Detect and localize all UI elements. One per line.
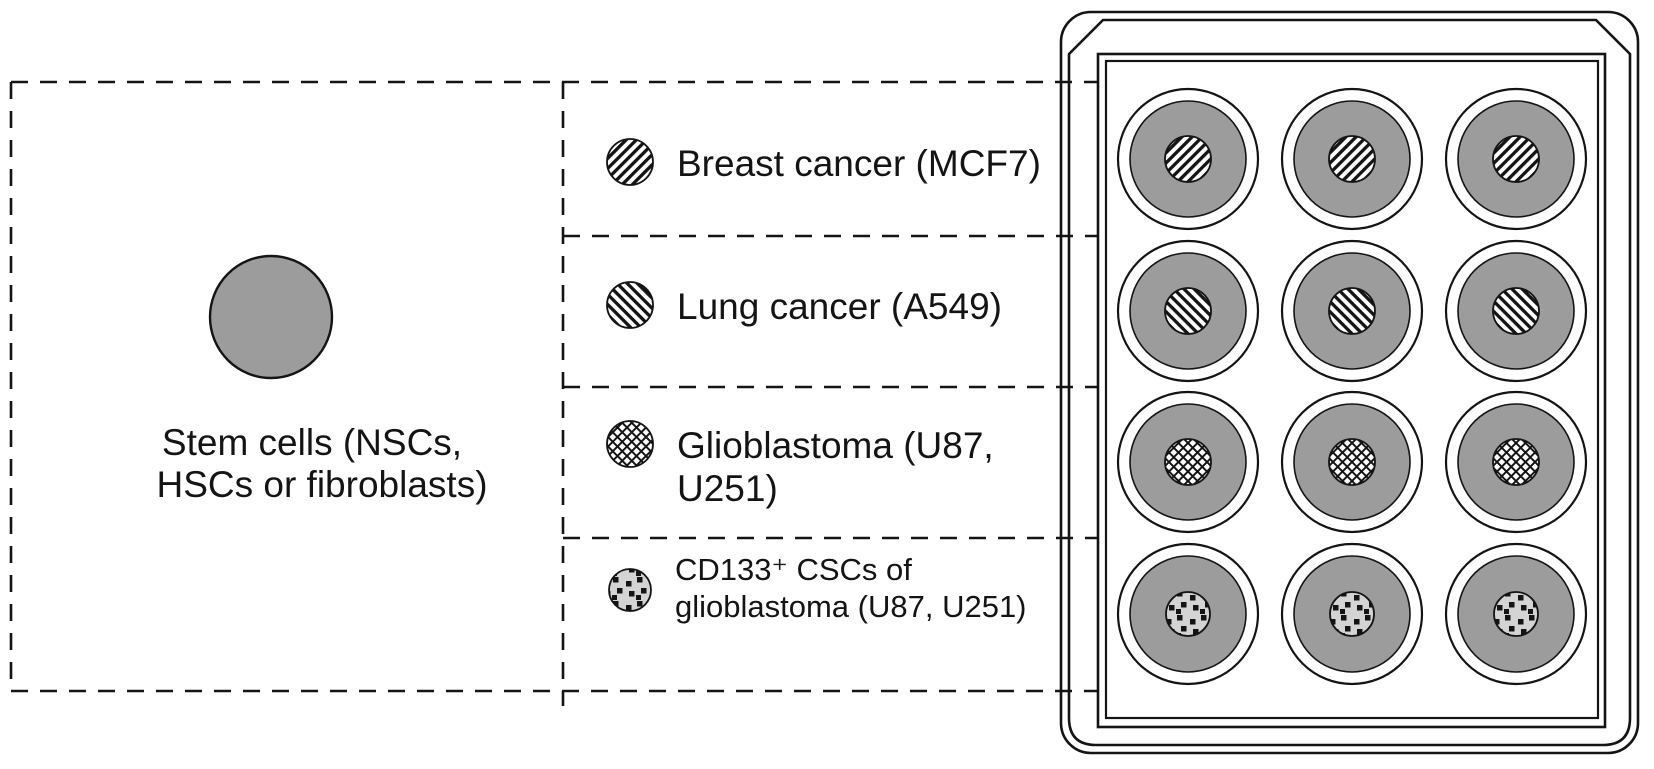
cross-hatch-swatch-icon bbox=[606, 420, 654, 468]
well-row2-col2 bbox=[1280, 239, 1424, 383]
legend-item-cd133-cscs: CD133⁺ CSCs of glioblastoma (U87, U251) bbox=[608, 552, 1027, 624]
stem-cell-section: Stem cells (NSCs, HSCs or fibroblasts) bbox=[156, 254, 488, 505]
well-core-back-hatch bbox=[1492, 287, 1540, 335]
well-core-forward-hatch bbox=[1492, 135, 1540, 183]
well-core-speckled bbox=[1329, 591, 1375, 637]
well-row1-col2 bbox=[1280, 87, 1424, 231]
plate-outer-outline bbox=[1059, 10, 1640, 755]
well-core-forward-hatch bbox=[1328, 135, 1376, 183]
well-area-inner-rect bbox=[1104, 59, 1600, 720]
well-core-back-hatch bbox=[1164, 287, 1212, 335]
legend-item-lung-cancer: Lung cancer (A549) bbox=[606, 281, 1002, 329]
well-core-speckled bbox=[1493, 591, 1539, 637]
forward-hatch-swatch-icon bbox=[606, 138, 654, 186]
well-row4-col1 bbox=[1116, 542, 1260, 686]
well-row3-col1 bbox=[1116, 390, 1260, 534]
dashed-frame bbox=[9, 80, 1098, 706]
well-core-cross-hatch bbox=[1164, 438, 1212, 486]
well-row3-col3 bbox=[1444, 390, 1588, 534]
well-row1-col3 bbox=[1444, 87, 1588, 231]
legend-label-glioblastoma-line1: Glioblastoma (U87, bbox=[677, 425, 994, 466]
well-row1-col1 bbox=[1116, 87, 1260, 231]
speckle-swatch-icon bbox=[608, 568, 652, 612]
legend-label-breast-cancer: Breast cancer (MCF7) bbox=[677, 143, 1041, 184]
legend-label-cd133-line2: glioblastoma (U87, U251) bbox=[675, 589, 1027, 624]
legend-item-glioblastoma: Glioblastoma (U87, U251) bbox=[606, 420, 994, 509]
well-core-speckled bbox=[1165, 591, 1211, 637]
culture-plate bbox=[1059, 10, 1640, 755]
stem-cell-label-line2: HSCs or fibroblasts) bbox=[156, 464, 487, 505]
legend: Breast cancer (MCF7) Lung cancer (A549) … bbox=[606, 138, 1041, 624]
plate-inner-outline bbox=[1067, 18, 1632, 747]
well-core-back-hatch bbox=[1328, 287, 1376, 335]
well-core-cross-hatch bbox=[1328, 438, 1376, 486]
stem-cell-label-line1: Stem cells (NSCs, bbox=[162, 422, 462, 463]
back-hatch-swatch-icon bbox=[606, 281, 654, 329]
legend-item-breast-cancer: Breast cancer (MCF7) bbox=[606, 138, 1041, 186]
well-row2-col3 bbox=[1444, 239, 1588, 383]
well-core-forward-hatch bbox=[1164, 135, 1212, 183]
well-row2-col1 bbox=[1116, 239, 1260, 383]
legend-label-cd133-line1: CD133⁺ CSCs of bbox=[675, 552, 912, 587]
stem-cell-circle bbox=[208, 254, 334, 380]
well-row3-col2 bbox=[1280, 390, 1424, 534]
well-row4-col2 bbox=[1280, 542, 1424, 686]
well-row4-col3 bbox=[1444, 542, 1588, 686]
wells-grid bbox=[1116, 87, 1588, 686]
legend-label-lung-cancer: Lung cancer (A549) bbox=[677, 286, 1002, 327]
legend-label-glioblastoma-line2: U251) bbox=[677, 468, 778, 509]
well-core-cross-hatch bbox=[1492, 438, 1540, 486]
